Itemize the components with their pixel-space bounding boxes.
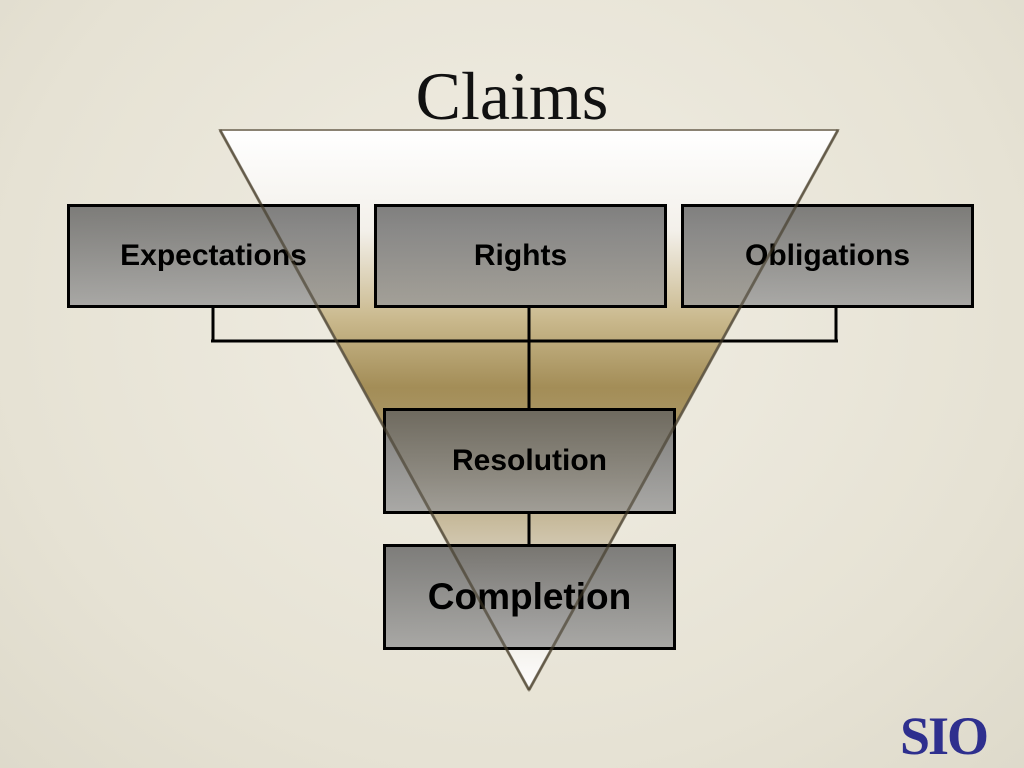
completion-box: Completion [383, 544, 676, 650]
rights-box: Rights [374, 204, 667, 308]
resolution-label: Resolution [452, 444, 607, 477]
expectations-box: Expectations [67, 204, 360, 308]
slide-title: Claims [415, 58, 609, 134]
resolution-box: Resolution [383, 408, 676, 514]
rights-label: Rights [473, 239, 568, 272]
obligations-box: Obligations [681, 204, 974, 308]
completion-label: Completion [427, 576, 632, 617]
sio-logo: SIO [900, 706, 989, 766]
obligations-label: Obligations [745, 239, 910, 272]
expectations-label: Expectations [120, 239, 307, 272]
